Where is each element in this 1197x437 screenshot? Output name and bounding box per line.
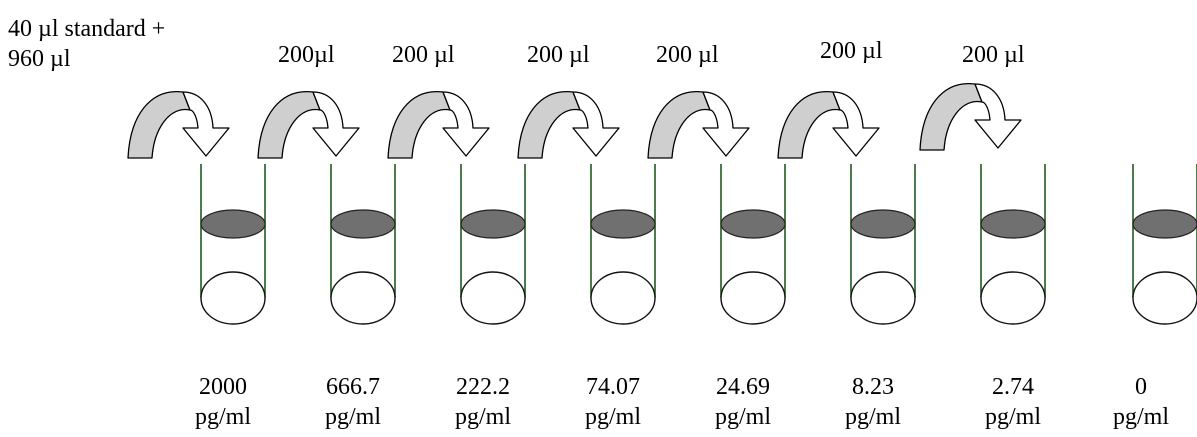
tube-6-bottom bbox=[850, 271, 916, 325]
tube-2 bbox=[330, 164, 396, 325]
tube-6-unit: pg/ml bbox=[844, 404, 901, 430]
tube-2-unit: pg/ml bbox=[324, 404, 381, 430]
tube-3-liquid-surface bbox=[460, 209, 526, 239]
tube-3-value: 222.2 bbox=[456, 374, 510, 400]
tube-4-value: 74.07 bbox=[586, 374, 640, 400]
tube-6 bbox=[850, 164, 916, 325]
tube-6-liquid-surface bbox=[850, 209, 916, 239]
tube-5 bbox=[720, 164, 786, 325]
tube-8-liquid-surface bbox=[1132, 209, 1197, 239]
tube-1-bottom bbox=[200, 271, 266, 325]
tube-7-value: 2.74 bbox=[992, 374, 1034, 400]
transfer-arrow-6-descent bbox=[832, 91, 880, 157]
tube-1-concentration: 2000 pg/ml bbox=[168, 372, 278, 432]
initial-volume-line-2: 960 µl bbox=[8, 46, 71, 72]
transfer-arrow-5-descent bbox=[702, 91, 750, 157]
tube-5-unit: pg/ml bbox=[714, 404, 771, 430]
transfer-arrow-2-descent bbox=[312, 91, 360, 157]
tube-3-unit: pg/ml bbox=[454, 404, 511, 430]
tube-5-liquid-surface bbox=[720, 209, 786, 239]
tube-3-concentration: 222.2 pg/ml bbox=[428, 372, 538, 432]
transfer-arrow-5 bbox=[647, 91, 750, 159]
transfer-arrow-7-descent bbox=[974, 83, 1022, 149]
tube-4-unit: pg/ml bbox=[584, 404, 641, 430]
tube-4-bottom bbox=[590, 271, 656, 325]
transfer-label-2: 200 µl bbox=[392, 42, 455, 68]
tube-7-bottom bbox=[980, 271, 1046, 325]
tubes bbox=[200, 164, 1197, 325]
tube-7-concentration: 2.74 pg/ml bbox=[958, 372, 1068, 432]
tube-1-liquid-surface bbox=[200, 209, 266, 239]
transfer-arrow-2-rise bbox=[257, 91, 321, 159]
transfer-arrow-3-descent bbox=[442, 91, 490, 157]
transfer-label-4: 200 µl bbox=[656, 42, 719, 68]
transfer-arrow-3 bbox=[387, 91, 490, 159]
transfer-arrow-7 bbox=[919, 83, 1022, 151]
tube-8-unit: pg/ml bbox=[1112, 404, 1169, 430]
tube-7-unit: pg/ml bbox=[984, 404, 1041, 430]
tube-8-bottom bbox=[1132, 271, 1197, 325]
transfer-arrow-7-rise bbox=[919, 83, 983, 151]
tube-3-bottom bbox=[460, 271, 526, 325]
transfer-arrow-4 bbox=[517, 91, 620, 159]
tube-5-value: 24.69 bbox=[716, 374, 770, 400]
tube-2-liquid-surface bbox=[330, 209, 396, 239]
transfer-arrow-1 bbox=[127, 91, 230, 159]
transfer-label-6: 200 µl bbox=[962, 42, 1025, 68]
tube-4 bbox=[590, 164, 656, 325]
transfer-label-1: 200µl bbox=[278, 42, 335, 68]
transfer-arrow-2 bbox=[257, 91, 360, 159]
tube-8 bbox=[1132, 164, 1197, 325]
tube-7 bbox=[980, 164, 1046, 325]
tube-1-unit: pg/ml bbox=[194, 404, 251, 430]
tube-8-value: 0 bbox=[1135, 374, 1147, 400]
tube-1 bbox=[200, 164, 266, 325]
initial-volume-label: 40 µl standard + 960 µl bbox=[8, 14, 165, 74]
transfer-label-3: 200 µl bbox=[527, 42, 590, 68]
tube-5-bottom bbox=[720, 271, 786, 325]
transfer-arrows bbox=[127, 83, 1022, 159]
tube-6-value: 8.23 bbox=[852, 374, 894, 400]
transfer-arrow-4-descent bbox=[572, 91, 620, 157]
tube-4-concentration: 74.07 pg/ml bbox=[558, 372, 668, 432]
transfer-arrow-6-rise bbox=[777, 91, 841, 159]
tube-4-liquid-surface bbox=[590, 209, 656, 239]
tube-3 bbox=[460, 164, 526, 325]
transfer-arrow-4-rise bbox=[517, 91, 581, 159]
tube-2-bottom bbox=[330, 271, 396, 325]
tube-1-value: 2000 bbox=[199, 374, 247, 400]
transfer-arrow-1-descent bbox=[182, 91, 230, 157]
tube-7-liquid-surface bbox=[980, 209, 1046, 239]
tube-8-concentration: 0 pg/ml bbox=[1086, 372, 1196, 432]
transfer-label-5: 200 µl bbox=[820, 38, 883, 64]
tube-2-value: 666.7 bbox=[326, 374, 380, 400]
transfer-arrow-5-rise bbox=[647, 91, 711, 159]
transfer-arrow-3-rise bbox=[387, 91, 451, 159]
transfer-arrow-6 bbox=[777, 91, 880, 159]
tube-2-concentration: 666.7 pg/ml bbox=[298, 372, 408, 432]
tube-6-concentration: 8.23 pg/ml bbox=[818, 372, 928, 432]
tube-5-concentration: 24.69 pg/ml bbox=[688, 372, 798, 432]
initial-volume-line-1: 40 µl standard + bbox=[8, 16, 166, 42]
transfer-arrow-1-rise bbox=[127, 91, 191, 159]
